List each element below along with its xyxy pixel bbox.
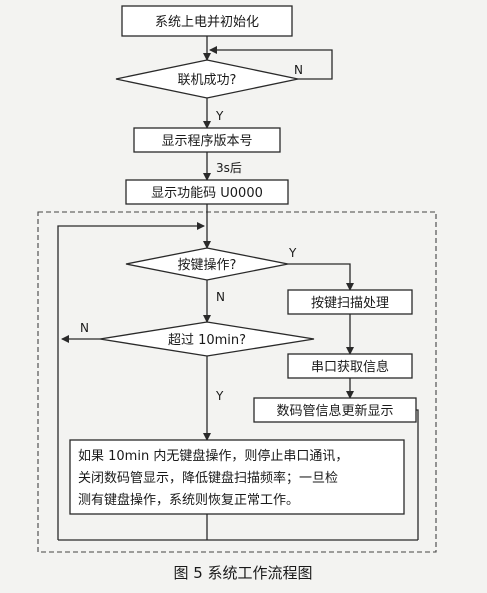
arrow-connect-no-loop — [209, 46, 333, 80]
decision-key-label: 按键操作? — [178, 257, 237, 273]
note-line-1: 如果 10min 内无键盘操作，则停止串口通讯， — [78, 448, 348, 464]
arrow-key-yes — [288, 263, 354, 291]
show-function-box — [125, 179, 289, 205]
serial-get-box — [287, 353, 413, 379]
start-label: 系统上电并初始化 — [155, 15, 259, 30]
show-version-box — [133, 127, 281, 153]
note-line-2: 关闭数码管显示，降低键盘扫描频率；一旦检 — [78, 470, 338, 486]
label-no-key: N — [216, 290, 225, 304]
label-yes-connect: Y — [215, 109, 224, 123]
display-update-label: 数码管信息更新显示 — [276, 403, 393, 419]
note-line-3: 测有键盘操作，系统则恢复正常工作。 — [78, 492, 299, 508]
label-yes-timeout: Y — [215, 389, 224, 403]
label-no-connect: N — [294, 63, 303, 77]
arrow-display-down — [416, 409, 419, 540]
label-yes-key: Y — [288, 246, 297, 260]
show-function-label: 显示功能码 U0000 — [151, 186, 263, 201]
show-version-label: 显示程序版本号 — [161, 134, 252, 149]
display-update-box — [253, 397, 417, 423]
start-box — [121, 5, 293, 37]
delay-label: 3s后 — [216, 161, 242, 175]
figure-caption: 图 5 系统工作流程图 — [173, 564, 312, 582]
loop-back-line — [57, 222, 205, 540]
serial-get-label: 串口获取信息 — [311, 359, 389, 375]
decision-timeout-label: 超过 10min? — [168, 333, 246, 348]
decision-connect-label: 联机成功? — [178, 73, 237, 88]
note-box — [69, 439, 405, 515]
key-scan-label: 按键扫描处理 — [311, 296, 389, 311]
dashed-region — [37, 211, 437, 553]
label-no-timeout: N — [80, 321, 89, 335]
